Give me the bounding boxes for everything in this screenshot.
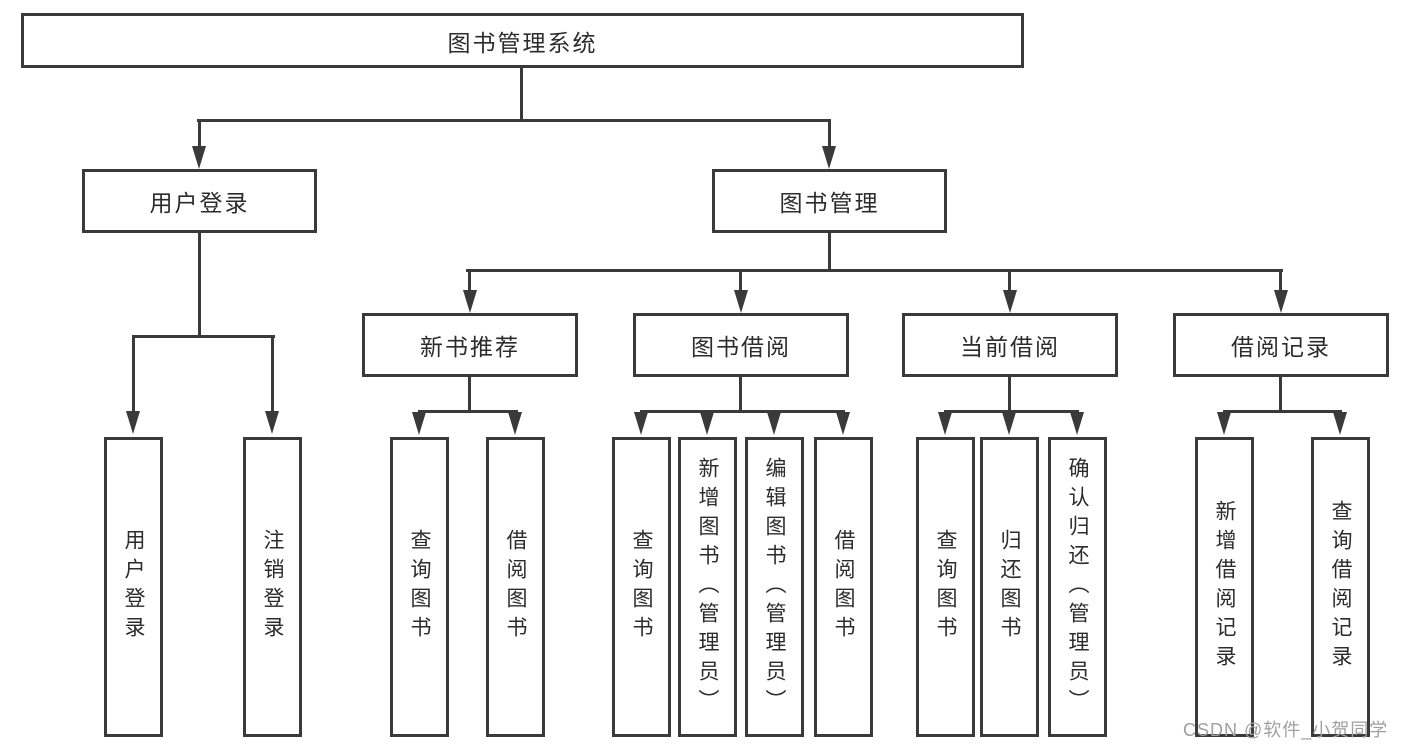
edge-user-login-bar <box>132 335 275 338</box>
leaf-add-book-admin-label: 新增图书（管理员） <box>696 456 719 718</box>
leaf-query-books-current-label: 查询图书 <box>934 529 957 645</box>
leaf-add-borrow-record-label: 新增借阅记录 <box>1213 500 1236 674</box>
edge-book-mgmt-bar <box>466 269 1283 272</box>
edge-current-stem <box>1008 377 1011 410</box>
leaf-add-book-admin: 新增图书（管理员） <box>678 437 737 737</box>
edge-book-mgmt-stem <box>828 233 831 269</box>
node-book-borrow: 图书借阅 <box>633 313 849 377</box>
leaf-query-books-recommend: 查询图书 <box>390 437 449 737</box>
edge-to-user-login-stem <box>198 119 201 146</box>
arrowhead-current-leaf-2 <box>1002 412 1016 435</box>
leaf-query-books-recommend-label: 查询图书 <box>408 529 431 645</box>
leaf-user-login: 用户登录 <box>104 437 163 737</box>
leaf-user-login-label: 用户登录 <box>122 529 145 645</box>
edge-current-bar <box>944 410 1079 413</box>
leaf-return-book: 归还图书 <box>980 437 1039 737</box>
leaf-query-borrow-record-label: 查询借阅记录 <box>1329 500 1352 674</box>
arrowhead-recommend <box>463 290 477 313</box>
leaf-borrow-books-recommend: 借阅图书 <box>486 437 545 737</box>
edge-leaf-login-stem <box>132 335 135 411</box>
edge-to-current-stem <box>1008 269 1011 290</box>
edge-borrow-bar <box>640 410 845 413</box>
arrowhead-book-mgmt <box>822 146 836 169</box>
leaf-confirm-return-admin: 确认归还（管理员） <box>1048 437 1107 737</box>
arrowhead-record-leaf-1 <box>1217 412 1231 435</box>
edge-to-record-stem <box>1279 269 1282 290</box>
edge-borrow-stem <box>739 377 742 410</box>
arrowhead-recommend-leaf-1 <box>412 412 426 435</box>
leaf-borrow-books-borrow: 借阅图书 <box>814 437 873 737</box>
node-book-management: 图书管理 <box>712 169 947 233</box>
leaf-query-borrow-record: 查询借阅记录 <box>1311 437 1370 737</box>
arrowhead-current-leaf-3 <box>1070 412 1084 435</box>
arrowhead-record <box>1274 290 1288 313</box>
leaf-query-books-current: 查询图书 <box>916 437 975 737</box>
leaf-edit-book-admin-label: 编辑图书（管理员） <box>763 456 786 718</box>
leaf-borrow-books-recommend-label: 借阅图书 <box>504 529 527 645</box>
leaf-borrow-books-borrow-label: 借阅图书 <box>832 529 855 645</box>
edge-root-stem <box>520 68 523 120</box>
edge-recommend-bar <box>418 410 518 413</box>
node-current-borrow: 当前借阅 <box>902 313 1118 377</box>
arrowhead-record-leaf-2 <box>1333 412 1347 435</box>
arrowhead-current-leaf-1 <box>938 412 952 435</box>
arrowhead-current <box>1003 290 1017 313</box>
node-new-book-recommend: 新书推荐 <box>362 313 578 377</box>
arrowhead-borrow-leaf-3 <box>767 412 781 435</box>
leaf-query-books-borrow: 查询图书 <box>612 437 671 737</box>
node-root: 图书管理系统 <box>21 13 1024 68</box>
edge-root-bar <box>197 119 831 122</box>
leaf-return-book-label: 归还图书 <box>998 529 1021 645</box>
edge-record-stem <box>1279 377 1282 410</box>
leaf-logout-label: 注销登录 <box>261 529 284 645</box>
node-user-login: 用户登录 <box>82 169 317 233</box>
edge-to-book-mgmt-stem <box>828 119 831 146</box>
edge-to-borrow-stem <box>739 269 742 290</box>
edge-to-recommend-stem <box>468 269 471 290</box>
arrowhead-borrow-leaf-2 <box>700 412 714 435</box>
leaf-confirm-return-admin-label: 确认归还（管理员） <box>1066 456 1089 718</box>
arrowhead-borrow-leaf-1 <box>634 412 648 435</box>
arrowhead-user-login <box>192 146 206 169</box>
arrowhead-leaf-login <box>126 411 140 434</box>
watermark: CSDN @软件_小贺同学 <box>1183 720 1389 740</box>
leaf-query-books-borrow-label: 查询图书 <box>630 529 653 645</box>
arrowhead-recommend-leaf-2 <box>508 412 522 435</box>
arrowhead-borrow <box>734 290 748 313</box>
leaf-edit-book-admin: 编辑图书（管理员） <box>745 437 804 737</box>
arrowhead-leaf-logout <box>265 411 279 434</box>
arrowhead-borrow-leaf-4 <box>836 412 850 435</box>
leaf-logout: 注销登录 <box>243 437 302 737</box>
edge-leaf-logout-stem <box>271 335 274 411</box>
edge-record-bar <box>1223 410 1342 413</box>
node-borrow-record: 借阅记录 <box>1173 313 1389 377</box>
leaf-add-borrow-record: 新增借阅记录 <box>1195 437 1254 737</box>
edge-user-login-stem <box>198 233 201 335</box>
edge-recommend-stem <box>468 377 471 410</box>
